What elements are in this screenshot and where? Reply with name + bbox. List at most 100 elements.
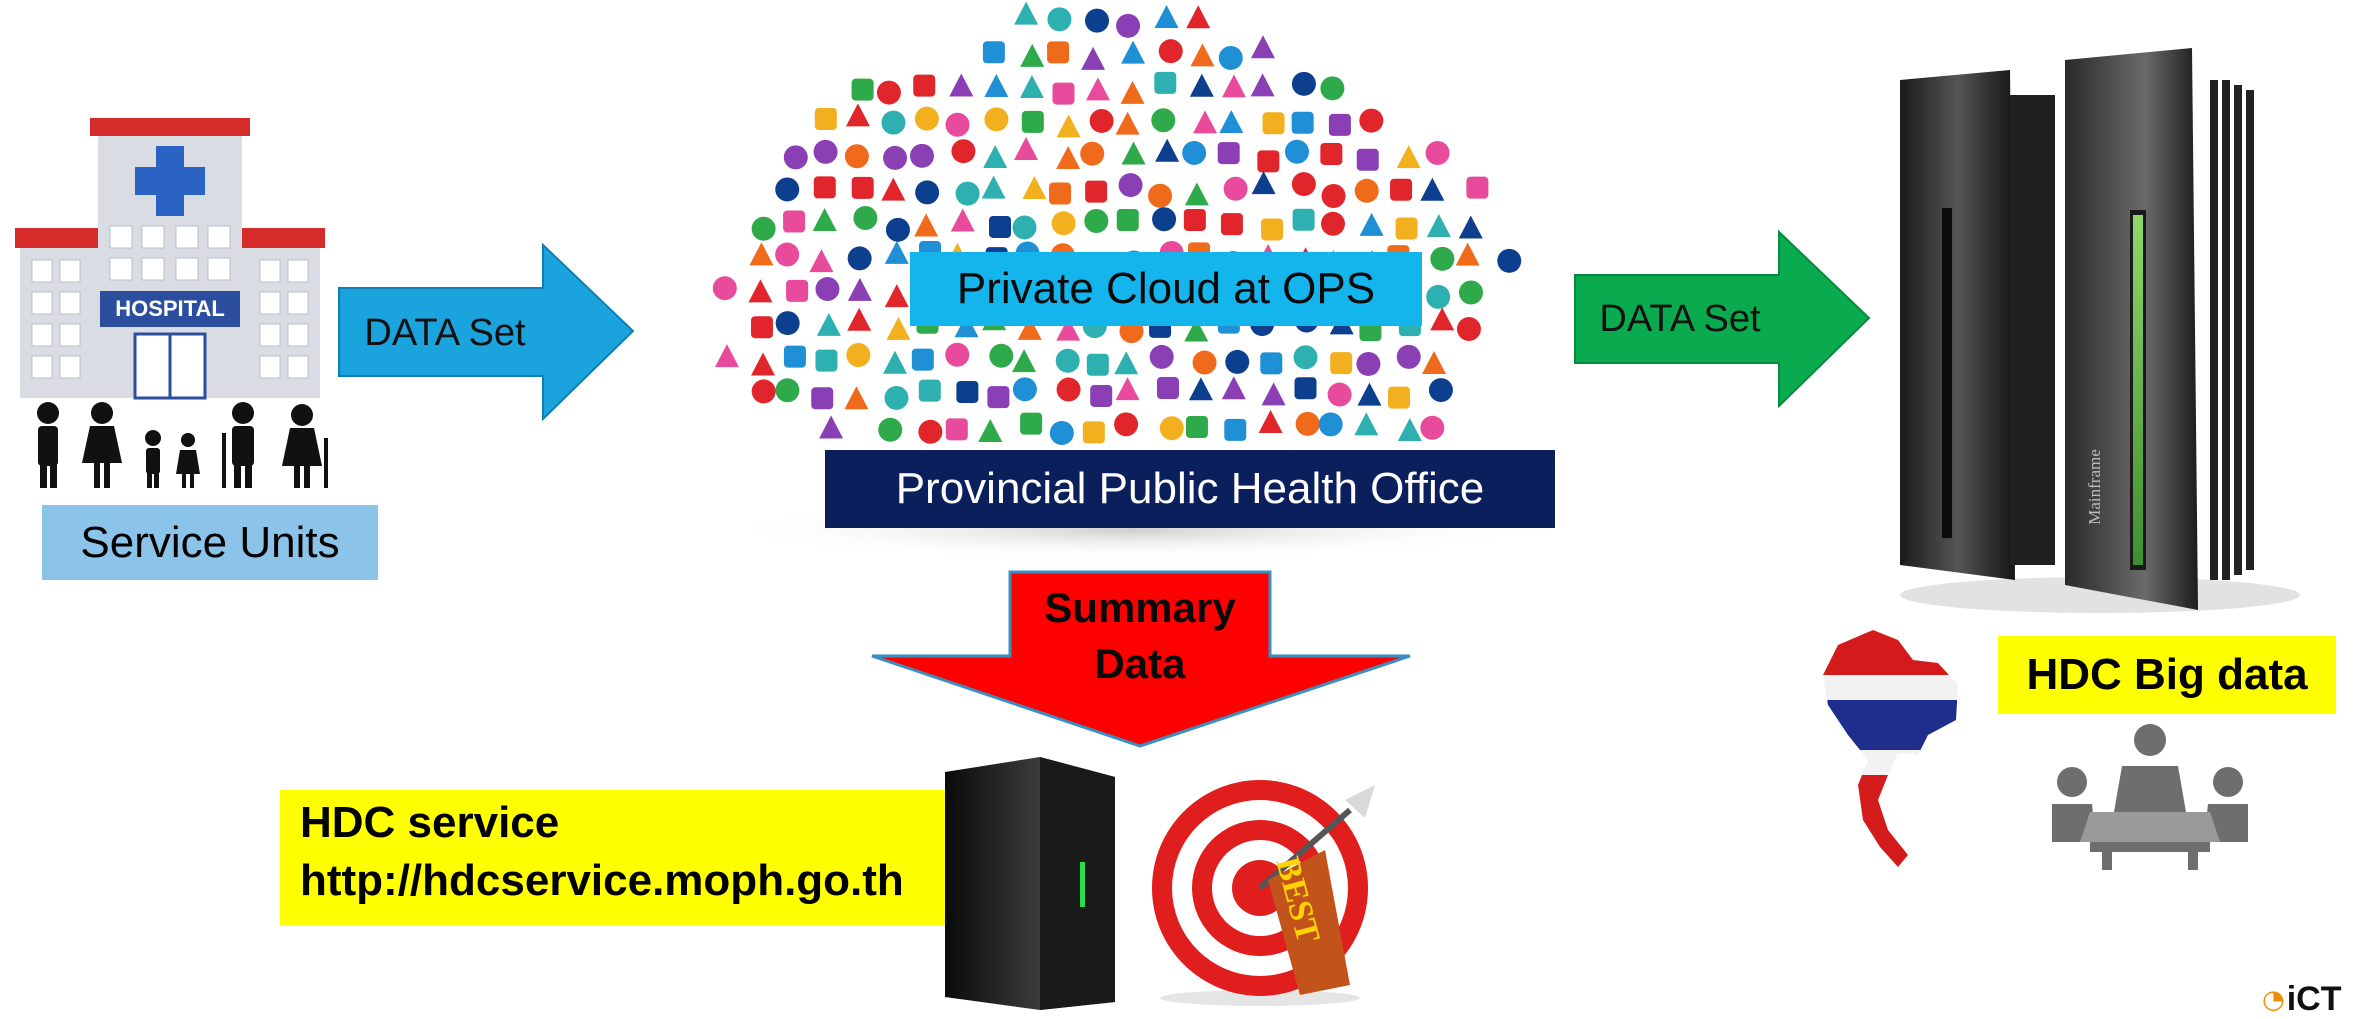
cloud-icon-glyph bbox=[884, 240, 909, 264]
cloud-icon-glyph bbox=[1186, 5, 1211, 29]
cloud-icon-glyph bbox=[1395, 217, 1418, 240]
cloud-icon-glyph bbox=[1056, 317, 1081, 341]
hospital-sign-label: HOSPITAL bbox=[115, 296, 225, 321]
cloud-icon-glyph bbox=[750, 316, 773, 339]
cloud-icon-glyph bbox=[1051, 211, 1076, 236]
cloud-icon-glyph bbox=[783, 345, 806, 368]
cloud-icon-glyph bbox=[1116, 209, 1139, 232]
cloud-icon-glyph bbox=[1021, 110, 1044, 133]
mainframe-label: Mainframe bbox=[2085, 449, 2104, 525]
cloud-icon-glyph bbox=[1085, 180, 1108, 203]
cloud-icon-glyph bbox=[847, 307, 872, 331]
service-units-label: Service Units bbox=[42, 505, 378, 580]
cloud-icon-glyph bbox=[1455, 242, 1480, 266]
cloud-icon-glyph bbox=[1022, 175, 1047, 199]
cloud-icon-glyph bbox=[1327, 382, 1352, 407]
cloud-icon-glyph bbox=[851, 78, 874, 101]
cloud-icon-glyph bbox=[1184, 318, 1209, 342]
cloud-icon-glyph bbox=[886, 316, 911, 340]
private-cloud-label: Private Cloud at OPS bbox=[910, 252, 1422, 326]
data-set-left-label: DATA Set bbox=[364, 311, 526, 354]
cloud-icon-glyph bbox=[819, 415, 844, 439]
cloud-icon-glyph bbox=[1225, 349, 1250, 374]
cloud-icon-glyph bbox=[945, 342, 970, 367]
cloud-icon-glyph bbox=[1458, 215, 1483, 239]
cloud-icon-glyph bbox=[749, 242, 774, 266]
cloud-icon-glyph bbox=[1151, 108, 1176, 133]
cloud-icon-glyph bbox=[1020, 412, 1043, 435]
cloud-icon-glyph bbox=[1258, 409, 1283, 433]
cloud-icon-glyph bbox=[878, 417, 903, 442]
cloud-icon-glyph bbox=[1188, 377, 1213, 401]
cloud-icon-glyph bbox=[955, 181, 980, 206]
data-set-arrow-left bbox=[338, 242, 635, 422]
summary-data-line2: Data bbox=[1094, 640, 1186, 687]
cloud-icon-glyph bbox=[1420, 415, 1445, 440]
cloud-icon-glyph bbox=[1426, 214, 1451, 238]
cloud-icon-glyph bbox=[1260, 352, 1283, 375]
server-tower-icon bbox=[945, 757, 1115, 1010]
cloud-icon-glyph bbox=[987, 386, 1010, 409]
cloud-icon-glyph bbox=[1049, 420, 1074, 445]
cloud-icon-glyph bbox=[1425, 141, 1450, 166]
cloud-icon-glyph bbox=[847, 277, 872, 301]
cloud-icon-glyph bbox=[1085, 8, 1110, 33]
cloud-icon-glyph bbox=[910, 143, 935, 168]
cloud-icon-glyph bbox=[1152, 207, 1177, 232]
cloud-icon-glyph bbox=[945, 418, 968, 441]
cloud-icon-glyph bbox=[1356, 351, 1381, 376]
meeting-people-icon bbox=[2052, 724, 2248, 870]
cloud-icon-glyph bbox=[712, 276, 737, 301]
cloud-icon-glyph bbox=[775, 177, 800, 202]
hdc-service-title: HDC service bbox=[300, 798, 560, 847]
cloud-icon-glyph bbox=[911, 348, 934, 371]
cloud-icon-glyph bbox=[1193, 110, 1218, 134]
cloud-icon-glyph bbox=[1388, 386, 1411, 409]
cloud-icon-glyph bbox=[1019, 74, 1044, 98]
cloud-icon-glyph bbox=[1084, 209, 1109, 234]
cloud-icon-glyph bbox=[775, 378, 800, 403]
cloud-icon-glyph bbox=[847, 246, 872, 271]
cloud-icon-glyph bbox=[914, 213, 939, 237]
cloud-icon-glyph bbox=[983, 145, 1008, 169]
cloud-icon-glyph bbox=[1014, 1, 1039, 25]
cloud-icon-glyph bbox=[751, 379, 776, 404]
cloud-icon-glyph bbox=[851, 176, 874, 199]
hdc-service-url[interactable]: http://hdcservice.moph.go.th bbox=[300, 856, 904, 905]
cloud-icon-glyph bbox=[978, 418, 1003, 442]
cloud-icon-glyph bbox=[1422, 350, 1447, 374]
cloud-icon-glyph bbox=[1184, 182, 1209, 206]
cloud-icon-glyph bbox=[1291, 172, 1316, 197]
cloud-icon-glyph bbox=[813, 139, 838, 164]
cloud-icon-glyph bbox=[989, 215, 1012, 238]
cloud-icon-glyph bbox=[1320, 211, 1345, 236]
cloud-icon-glyph bbox=[1359, 108, 1384, 133]
cloud-icon-glyph bbox=[1293, 345, 1318, 370]
cloud-icon-glyph bbox=[1356, 148, 1379, 171]
cloud-icon-glyph bbox=[1318, 412, 1343, 437]
cloud-icon-glyph bbox=[1219, 110, 1244, 134]
cloud-icon-glyph bbox=[1221, 376, 1246, 400]
cloud-icon-glyph bbox=[1047, 7, 1072, 32]
cloud-icon-glyph bbox=[1121, 40, 1146, 64]
cloud-icon-glyph bbox=[1086, 353, 1109, 376]
cloud-icon-glyph bbox=[1251, 171, 1276, 195]
cloud-icon-glyph bbox=[1354, 412, 1379, 436]
cloud-icon-glyph bbox=[885, 217, 910, 242]
ict-logo: ◔ iCT bbox=[2262, 980, 2341, 1018]
hdc-service-box: HDC service http://hdcservice.moph.go.th bbox=[280, 790, 952, 925]
cloud-icon-glyph bbox=[1056, 377, 1081, 402]
cloud-icon-glyph bbox=[1080, 141, 1105, 166]
cloud-icon-glyph bbox=[1089, 108, 1114, 133]
cloud-icon-glyph bbox=[811, 387, 834, 410]
cloud-icon-glyph bbox=[1497, 248, 1522, 273]
cloud-icon-glyph bbox=[812, 207, 837, 231]
cloud-icon-glyph bbox=[913, 74, 936, 97]
data-set-arrow-right bbox=[1574, 229, 1871, 409]
cloud-icon-glyph bbox=[984, 107, 1009, 132]
cloud-icon-glyph bbox=[813, 176, 836, 199]
cloud-icon-glyph bbox=[846, 343, 871, 368]
cloud-icon-glyph bbox=[951, 139, 976, 164]
cloud-icon-glyph bbox=[1396, 344, 1421, 369]
thailand-flag-map-icon bbox=[1823, 630, 1958, 867]
